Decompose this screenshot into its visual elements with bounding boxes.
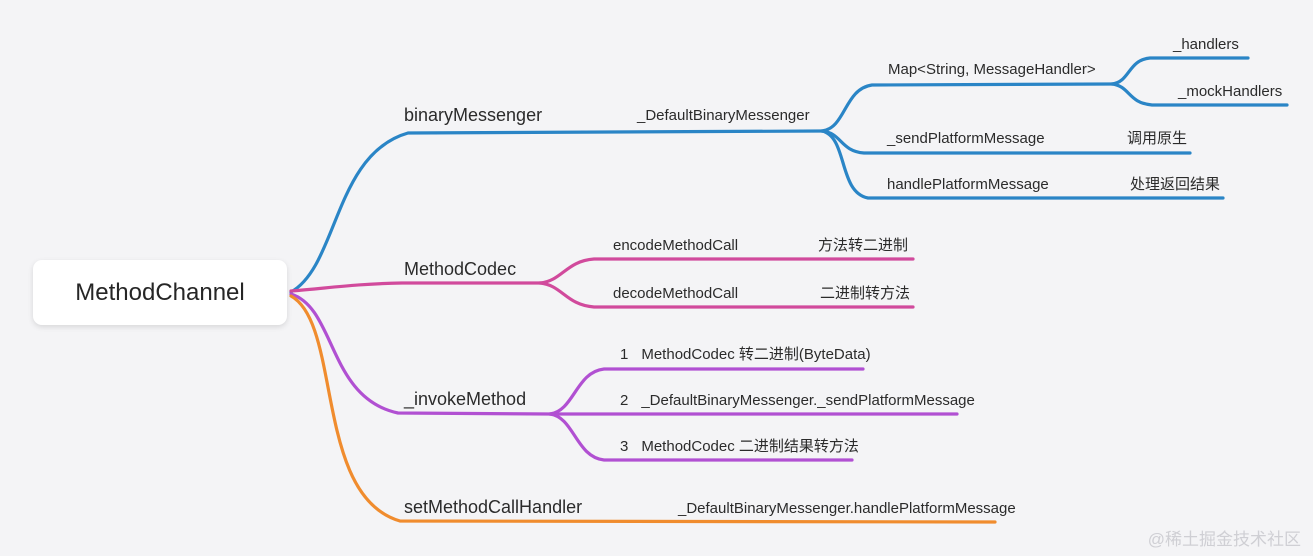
step-label: MethodCodec 转二进制(ByteData)	[641, 346, 871, 363]
node-handlers[interactable]: _handlers	[1173, 36, 1239, 53]
connector-handlers	[1110, 56, 1250, 86]
connector-binary-messenger	[289, 129, 824, 294]
node-mock-handlers[interactable]: _mockHandlers	[1178, 83, 1283, 100]
note-handle-platform-message[interactable]: 处理返回结果	[1130, 176, 1221, 193]
node-method-codec[interactable]: MethodCodec	[404, 259, 517, 279]
node-handle-platform-message[interactable]: handlePlatformMessage	[887, 176, 1049, 193]
connector-set-method-call-handler	[289, 294, 997, 524]
node-invoke-step-2[interactable]: 2 _DefaultBinaryMessenger._sendPlatformM…	[620, 391, 975, 411]
node-handler-map[interactable]: Map<String, MessageHandler>	[888, 61, 1096, 78]
node-encode-method-call[interactable]: encodeMethodCall	[613, 237, 739, 254]
note-encode-method-call[interactable]: 方法转二进制	[818, 237, 909, 254]
step-number: 3	[620, 438, 629, 455]
step-label: _DefaultBinaryMessenger._sendPlatformMes…	[641, 392, 975, 409]
node-method-channel[interactable]: MethodChannel	[33, 260, 287, 325]
note-decode-method-call[interactable]: 二进制转方法	[820, 285, 911, 302]
node-send-platform-message[interactable]: _sendPlatformMessage	[887, 130, 1045, 147]
node-invoke-step-3[interactable]: 3 MethodCodec 二进制结果转方法	[620, 437, 859, 457]
connector-decode-method-call	[538, 281, 915, 309]
node-default-binary-messenger[interactable]: _DefaultBinaryMessenger	[637, 107, 810, 124]
step-number: 2	[620, 392, 629, 409]
connector-invoke-step-1	[548, 367, 865, 416]
watermark: @稀土掘金技术社区	[1147, 530, 1301, 549]
connector-method-codec	[289, 281, 542, 293]
connector-encode-method-call	[538, 257, 915, 285]
node-invoke-method[interactable]: _invokeMethod	[404, 389, 527, 409]
step-number: 1	[620, 346, 629, 363]
node-decode-method-call[interactable]: decodeMethodCall	[613, 285, 739, 302]
connector-handler-map	[820, 82, 1114, 133]
connector-invoke-step-3	[548, 412, 854, 462]
node-binary-messenger[interactable]: binaryMessenger	[404, 105, 543, 125]
node-set-method-call-handler[interactable]: setMethodCallHandler	[404, 497, 583, 517]
connector-invoke-method	[289, 292, 552, 416]
root-node-label: MethodChannel	[75, 278, 245, 306]
note-send-platform-message[interactable]: 调用原生	[1127, 130, 1188, 147]
node-invoke-step-1[interactable]: 1 MethodCodec 转二进制(ByteData)	[620, 345, 871, 365]
connector-mock-handlers	[1110, 82, 1289, 107]
step-label: MethodCodec 二进制结果转方法	[641, 438, 859, 455]
node-set-handler-impl[interactable]: _DefaultBinaryMessenger.handlePlatformMe…	[678, 500, 1016, 517]
connector-handle-platform-message	[820, 129, 1225, 200]
